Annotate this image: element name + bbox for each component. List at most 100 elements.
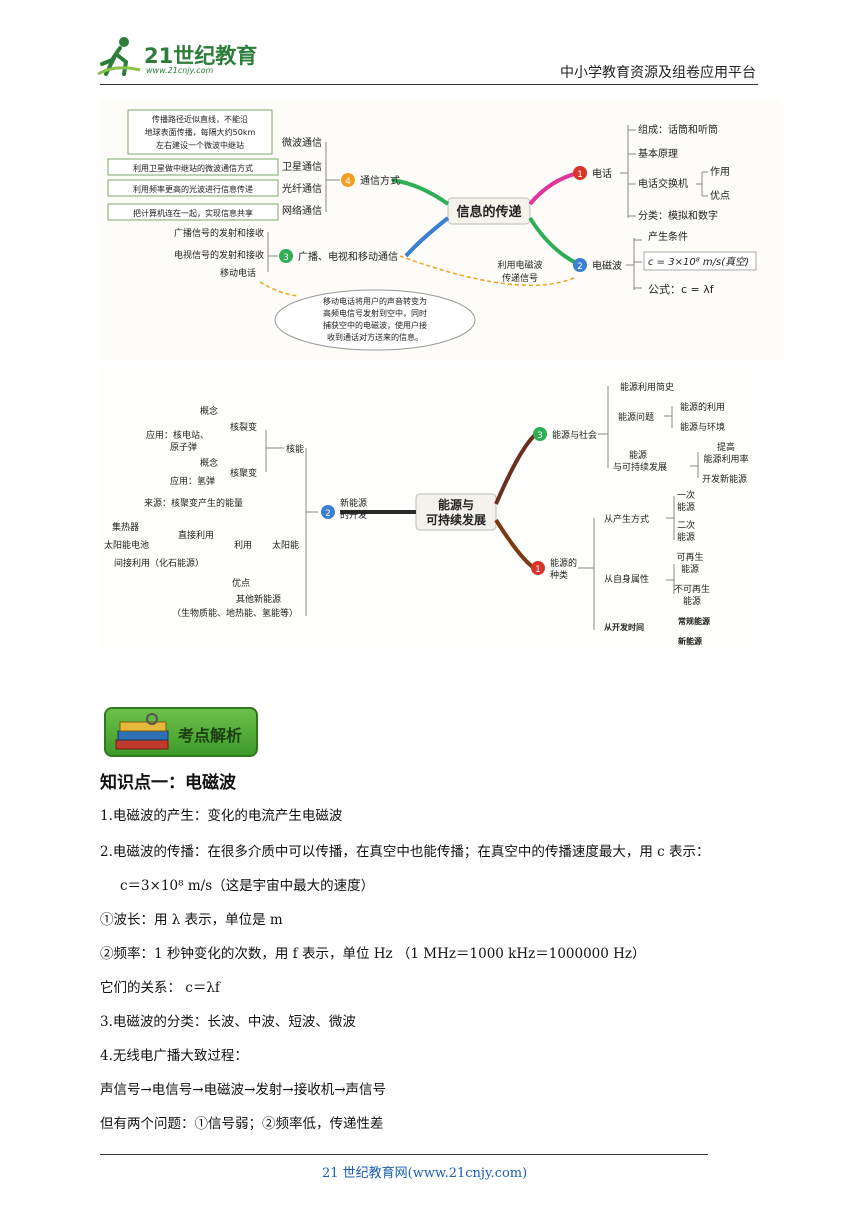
map2-sustain-item: 能源利用率	[703, 453, 748, 465]
map2-solar-item: 优点	[232, 577, 250, 589]
map1-note: 左右建设一个微波中继站	[156, 140, 244, 150]
map2-b1-group: 从开发时间	[604, 622, 644, 632]
map2-b1-label: 能源的	[550, 557, 577, 569]
map2-sustain-item: 开发新能源	[702, 473, 747, 485]
map2-g2-item: 可再生	[676, 551, 703, 563]
map2-fusion-item: 应用：氢弹	[170, 475, 215, 487]
map1-b2-label: 电磁波	[592, 259, 622, 272]
map1-b1-item: 电话交换机	[638, 177, 688, 190]
content-line: 它们的关系： c＝λf	[100, 980, 220, 996]
map1-mobile-note: 捕获空中的电磁波，使用户接	[323, 320, 427, 330]
map1-b1-label: 电话	[592, 167, 612, 180]
map1-b2-item: c = 3×10⁸ m/s(真空)	[648, 256, 749, 268]
map2-g2-item: 不可再生	[674, 583, 710, 595]
map1-mobile-note: 高频电信号发射到空中，同时	[323, 308, 427, 318]
map2-b3-item: 能源利用简史	[620, 381, 674, 393]
map2-b1-group: 从产生方式	[604, 513, 649, 525]
map1-b4-item: 网络通信	[282, 204, 322, 217]
logo-brand: 21世纪教育	[144, 44, 258, 68]
map2-fusion: 核聚变	[230, 467, 257, 479]
map2-g2-item: 能源	[681, 563, 699, 575]
map1-exchange-item: 优点	[710, 189, 730, 202]
footer-divider	[100, 1154, 708, 1155]
map2-problem-item: 能源与环境	[680, 421, 725, 433]
map2-b1-label: 种类	[550, 569, 568, 581]
map1-b1-item: 分类：模拟和数字	[638, 209, 718, 222]
map2-fission-item: 应用：核电站、	[146, 429, 209, 441]
map1-exchange-item: 作用	[710, 166, 730, 178]
map1-b4-item: 微波通信	[282, 136, 322, 149]
mindmap-energy-sustainability: 能源与 可持续发展 3 能源与社会 能源利用简史 能源问题 能源 与可持续发展 …	[100, 368, 760, 652]
books-icon	[115, 713, 169, 750]
content-line: ①波长：用 λ 表示，单位是 m	[100, 912, 283, 928]
map1-b3-item: 广播信号的发射和接收	[174, 227, 264, 239]
logo-url: www.21cnjy.com	[146, 66, 214, 75]
map2-g1-item: 二次	[677, 519, 695, 531]
map2-fusion-item: 概念	[200, 457, 218, 469]
runner-logo-icon	[97, 37, 141, 76]
map2-b3-item: 能源	[629, 449, 647, 461]
map2-center: 可持续发展	[426, 512, 486, 527]
platform-name: 中小学教育资源及组卷应用平台	[560, 65, 756, 81]
map1-b2-item: 产生条件	[648, 230, 688, 243]
map2-other-energy: （生物质能、地热能、氢能等）	[172, 607, 298, 619]
content-line: 2.电磁波的传播：在很多介质中可以传播，在真空中也能传播；在真空中的传播速度最大…	[100, 844, 710, 860]
map2-b3-item: 与可持续发展	[613, 461, 667, 473]
map2-b3-num: 3	[537, 431, 543, 441]
map2-use: 利用	[234, 539, 252, 551]
map2-g1-item: 一次	[677, 489, 695, 501]
knowledge-point-title: 知识点一：电磁波	[100, 773, 236, 793]
map2-solar-item: 间接利用（化石能源）	[114, 557, 204, 569]
map1-note: 地球表面传播，每隔大约50km	[145, 127, 256, 137]
map2-other-energy: 其他新能源	[236, 593, 281, 605]
map1-note: 利用频率更高的光波进行信息传递	[133, 184, 253, 194]
map1-mobile-note: 移动电话将用户的声音转变为	[323, 296, 427, 306]
map2-solar-item: 来源：核聚变产生的能量	[144, 497, 243, 509]
map1-mobile-note: 收到通话对方送来的信息。	[327, 332, 423, 342]
map2-solar: 太阳能	[272, 539, 299, 551]
exam-analysis-badge: 考点解析	[104, 707, 258, 757]
map2-direct-use: 直接利用	[178, 529, 214, 541]
map2-problem-item: 能源的利用	[680, 401, 725, 413]
map2-g1-item: 能源	[677, 501, 695, 513]
map1-link-text: 传递信号	[502, 272, 538, 284]
map2-solar-item: 集热器	[112, 521, 139, 533]
content-line: 3.电磁波的分类：长波、中波、短波、微波	[100, 1014, 356, 1030]
map1-b1-item: 组成：话筒和听筒	[638, 123, 718, 136]
header-divider	[100, 84, 758, 85]
content-line: 声信号→电信号→电磁波→发射→接收机→声信号	[100, 1082, 387, 1098]
map1-b3-item: 移动电话	[220, 267, 256, 279]
map2-g3-item: 常规能源	[678, 616, 710, 626]
footer-link[interactable]: 21 世纪教育网(www.21cnjy.com)	[322, 1166, 528, 1181]
map2-nuclear: 核能	[286, 443, 304, 455]
badge-label: 考点解析	[178, 726, 243, 745]
map2-g3-item: 新能源	[678, 636, 702, 646]
map2-g2-item: 能源	[683, 595, 701, 607]
logo: 21世纪教育 www.21cnjy.com	[96, 34, 266, 80]
map2-sustain-item: 提高	[717, 441, 735, 453]
map2-b3-label: 能源与社会	[552, 429, 597, 441]
content-line: 但有两个问题：①信号弱；②频率低，传递性差	[100, 1116, 384, 1132]
map1-b4-item: 光纤通信	[282, 182, 322, 195]
map1-b2-num: 2	[577, 262, 583, 272]
content-line: 4.无线电广播大致过程：	[100, 1048, 248, 1064]
mindmap-information-transmission: 信息的传递 1 电话 组成：话筒和听筒 基本原理 电话交换机 分类：模拟和数字 …	[100, 100, 780, 360]
map2-b2-num: 2	[325, 509, 331, 519]
map2-fission-item: 概念	[200, 405, 218, 417]
map2-b1-group: 从自身属性	[604, 573, 649, 585]
map1-b4-item: 卫星通信	[282, 161, 322, 173]
map2-solar-item: 太阳能电池	[104, 539, 149, 551]
map1-b4-label: 通信方式	[360, 174, 400, 187]
map1-b3-item: 电视信号的发射和接收	[174, 249, 264, 261]
map2-b2-label: 新能源	[340, 497, 367, 509]
map1-note: 传播路径近似直线，不能沿	[152, 114, 248, 124]
map1-b4-num: 4	[345, 177, 351, 187]
map2-g1-item: 能源	[677, 531, 695, 543]
map1-link-text: 利用电磁波	[497, 259, 542, 271]
map2-fission-item: 原子弹	[170, 441, 197, 453]
map2-center: 能源与	[438, 497, 474, 512]
map1-b3-num: 3	[283, 253, 289, 263]
map1-b3-label: 广播、电视和移动通信	[298, 250, 398, 263]
content-line: 1.电磁波的产生：变化的电流产生电磁波	[100, 808, 343, 824]
map1-b1-item: 基本原理	[638, 147, 678, 160]
